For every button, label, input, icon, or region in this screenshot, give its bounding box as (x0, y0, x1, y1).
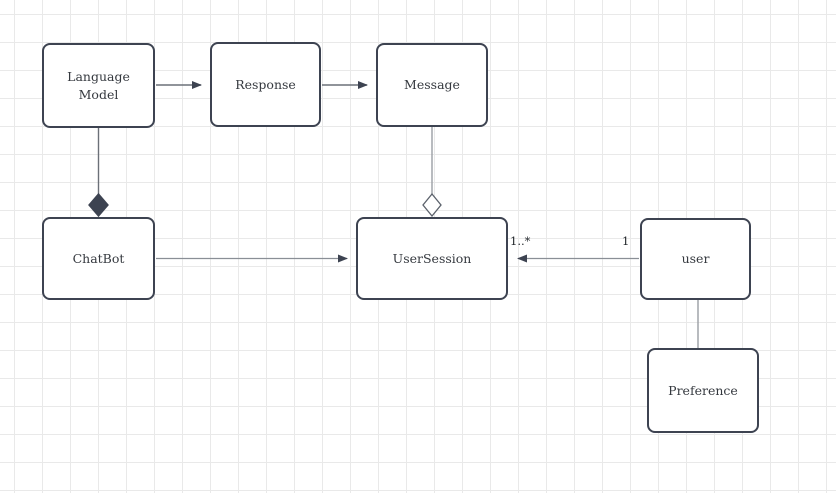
edge-language-model-to-chatbot (88, 128, 109, 218)
edge-message-to-usersession (422, 127, 442, 218)
node-label-preference: Preference (668, 382, 738, 398)
composition-diamond-icon (88, 192, 109, 218)
node-response[interactable]: Response (210, 42, 321, 127)
node-user[interactable]: user (640, 218, 751, 300)
aggregation-diamond-icon (422, 192, 442, 218)
node-label-user: user (681, 251, 710, 267)
edge-label-multiplicity-usersession-side: 1..* (510, 234, 531, 248)
node-label-response: Response (235, 76, 296, 92)
edge-label-multiplicity-user-side: 1 (622, 234, 630, 248)
node-preference[interactable]: Preference (647, 348, 759, 433)
node-usersession[interactable]: UserSession (356, 217, 508, 300)
node-label-language-model: Language Model (67, 68, 130, 102)
node-label-chatbot: ChatBot (72, 250, 125, 266)
node-label-message: Message (404, 77, 460, 93)
node-label-usersession: UserSession (392, 250, 472, 266)
node-message[interactable]: Message (376, 43, 488, 127)
node-language-model[interactable]: Language Model (42, 43, 155, 128)
node-chatbot[interactable]: ChatBot (42, 217, 155, 300)
